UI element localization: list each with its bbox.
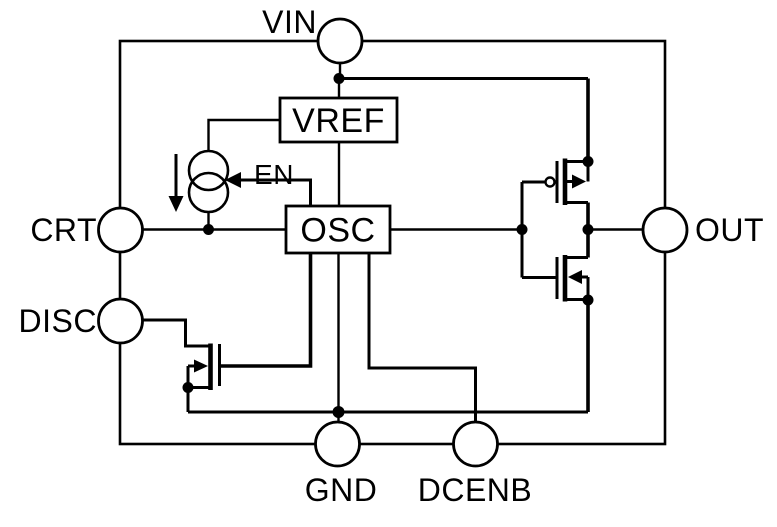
dcenb-wire bbox=[367, 253, 477, 444]
pin-crt-label: CRT bbox=[30, 212, 97, 248]
pin-gnd-label: GND bbox=[305, 472, 378, 508]
en-wire bbox=[229, 178, 312, 206]
junction-dot-nmos-source bbox=[582, 294, 594, 306]
en-arrowhead bbox=[225, 172, 241, 188]
junction-dot-gates bbox=[516, 224, 528, 235]
current-source-icon bbox=[187, 149, 230, 214]
pmos-gate-bubble-icon bbox=[544, 176, 556, 188]
vref-block-label: VREF bbox=[292, 102, 385, 140]
current-source-lower-circle bbox=[187, 171, 230, 214]
current-source-upper-circle bbox=[187, 149, 230, 192]
pin-vin-circle bbox=[316, 17, 364, 65]
junction-dot-discharge-source bbox=[182, 382, 194, 393]
pmos-body-arrowhead bbox=[572, 174, 586, 189]
osc-block: OSC bbox=[284, 204, 392, 255]
junction-dot-pmos-source bbox=[582, 156, 594, 167]
discharge-gate-wire bbox=[219, 253, 313, 368]
junction-dot-out bbox=[582, 224, 594, 235]
vref-bias-wire bbox=[207, 118, 280, 152]
pin-out-circle bbox=[641, 206, 689, 254]
osc-block-label: OSC bbox=[300, 212, 375, 250]
junction-dot-vin bbox=[333, 73, 345, 84]
pin-vin-label: VIN bbox=[262, 4, 317, 40]
disc-drain-wire bbox=[120, 318, 211, 348]
pmos-transistor bbox=[522, 78, 590, 230]
pin-dcenb-label: DCENB bbox=[418, 472, 533, 508]
pin-disc-label: DISC bbox=[19, 303, 97, 339]
current-direction-arrowhead bbox=[168, 196, 184, 212]
pin-dcenb-circle bbox=[452, 420, 499, 468]
pin-crt-circle bbox=[97, 206, 144, 254]
discharge-body-arrowhead bbox=[194, 359, 208, 373]
nmos-body-arrowhead bbox=[568, 270, 582, 284]
current-direction-arrow bbox=[168, 154, 184, 212]
vref-block: VREF bbox=[278, 96, 399, 144]
junction-dot-gnd bbox=[332, 406, 345, 418]
pin-gnd-circle bbox=[314, 420, 361, 468]
vref-block-box bbox=[278, 96, 399, 144]
pin-out-label: OUT bbox=[695, 212, 764, 248]
junction-dot-crt bbox=[203, 224, 214, 235]
pin-disc-circle bbox=[97, 297, 144, 345]
osc-block-box bbox=[284, 204, 392, 255]
en-signal-label: EN bbox=[254, 159, 294, 190]
